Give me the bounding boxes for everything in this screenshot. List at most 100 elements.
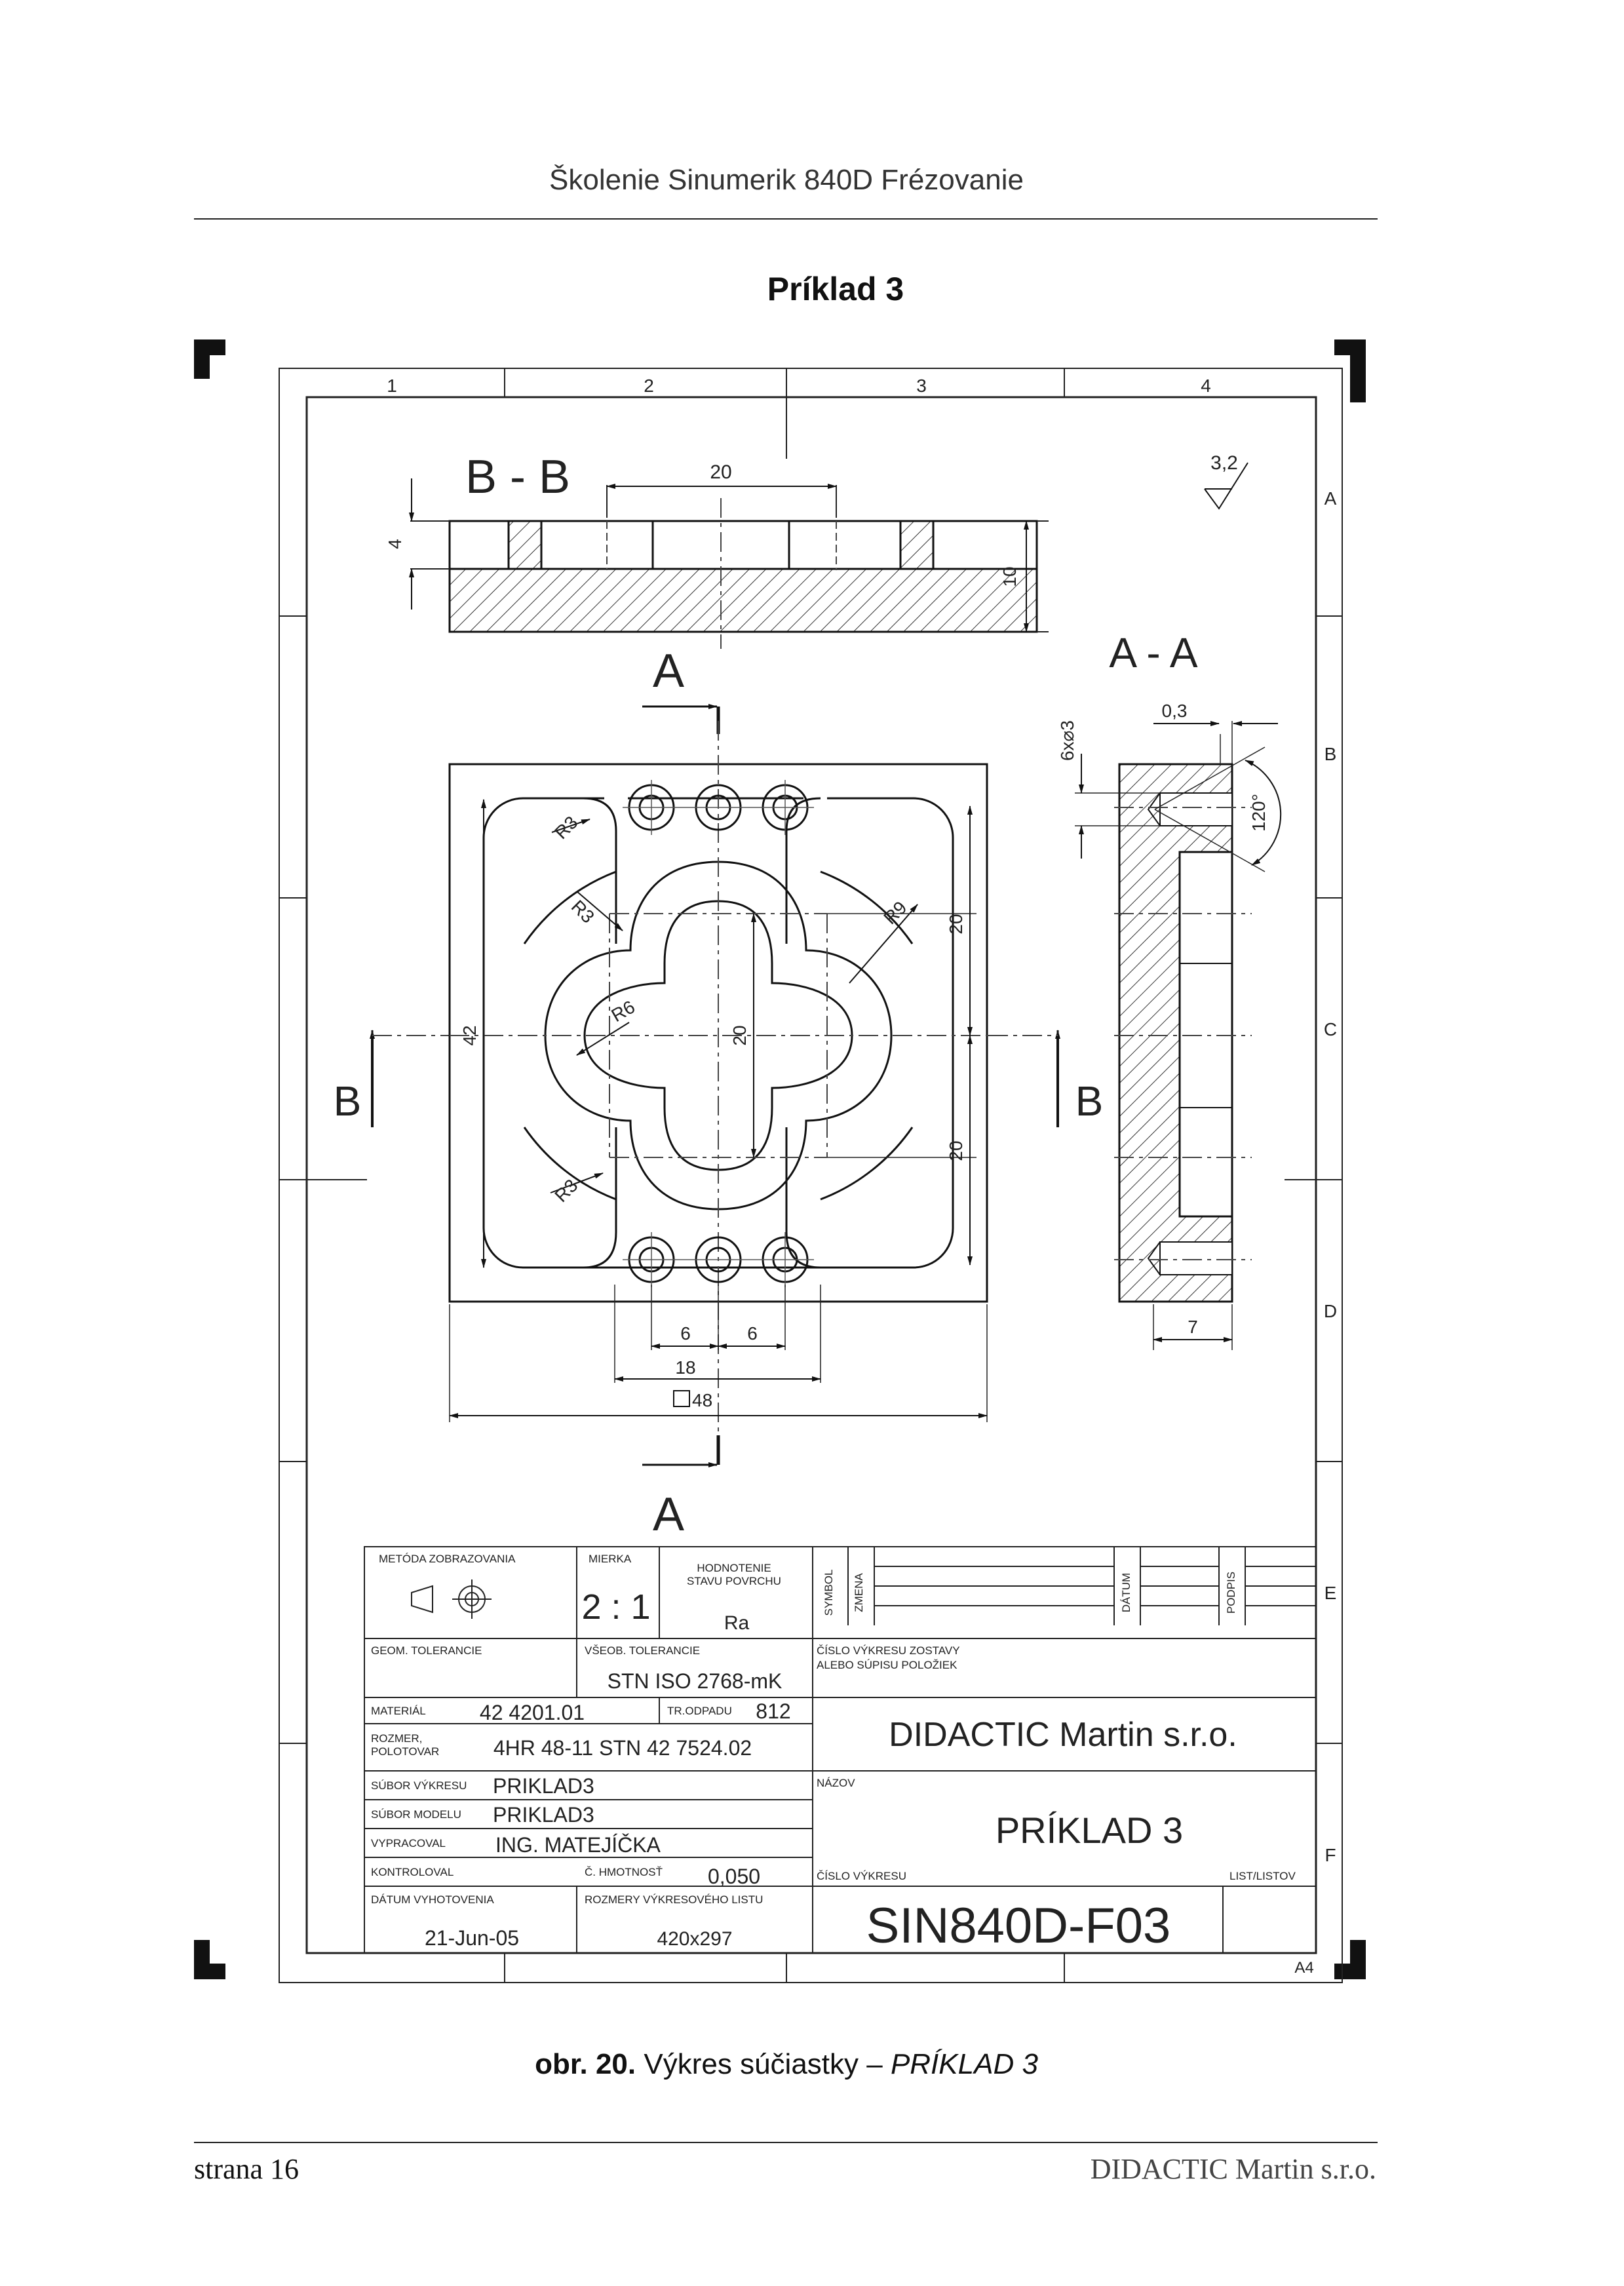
page-header-title: Školenie Sinumerik 840D Frézovanie (549, 164, 1024, 196)
svg-text:A - A: A - A (1109, 629, 1198, 676)
svg-text:6: 6 (747, 1323, 758, 1344)
svg-text:MATERIÁL: MATERIÁL (371, 1705, 426, 1717)
svg-text:SIN840D-F03: SIN840D-F03 (866, 1898, 1171, 1954)
svg-text:ALEBO SÚPISU POLOŽIEK: ALEBO SÚPISU POLOŽIEK (817, 1659, 957, 1671)
svg-text:48: 48 (692, 1390, 712, 1410)
svg-text:GEOM. TOLERANCIE: GEOM. TOLERANCIE (371, 1644, 482, 1657)
svg-text:SÚBOR VÝKRESU: SÚBOR VÝKRESU (371, 1779, 467, 1792)
svg-text:HODNOTENIE: HODNOTENIE (697, 1562, 771, 1574)
svg-text:3,2: 3,2 (1210, 452, 1238, 474)
svg-text:R3: R3 (568, 896, 598, 927)
svg-text:42: 42 (459, 1025, 480, 1045)
svg-text:E: E (1324, 1583, 1337, 1603)
svg-text:PODPIS: PODPIS (1225, 1572, 1237, 1614)
outer-frame (279, 368, 1343, 1983)
svg-text:R3: R3 (551, 812, 581, 843)
svg-text:NÁZOV: NÁZOV (817, 1777, 855, 1789)
caption-italic: PRÍKLAD 3 (890, 2048, 1038, 2080)
svg-text:VYPRACOVAL: VYPRACOVAL (371, 1837, 446, 1850)
svg-text:B: B (334, 1077, 362, 1125)
svg-text:Ra: Ra (724, 1612, 750, 1634)
svg-text:B: B (1324, 744, 1337, 764)
svg-text:LIST/LISTOV: LIST/LISTOV (1229, 1870, 1296, 1882)
section-aa: A - A 6x⌀3 0,3 120° 7 (1057, 629, 1282, 1350)
svg-text:21-Jun-05: 21-Jun-05 (425, 1926, 519, 1950)
svg-text:120°: 120° (1248, 794, 1269, 832)
svg-text:7: 7 (1188, 1317, 1198, 1337)
svg-text:R9: R9 (880, 897, 910, 928)
svg-text:A: A (653, 1488, 684, 1541)
svg-text:STN ISO 2768-mK: STN ISO 2768-mK (608, 1669, 783, 1693)
svg-text:PRIKLAD3: PRIKLAD3 (493, 1774, 594, 1798)
roughness-symbol: 3,2 (1204, 452, 1248, 510)
svg-text:42 4201.01: 42 4201.01 (480, 1701, 585, 1724)
svg-text:VŠEOB. TOLERANCIE: VŠEOB. TOLERANCIE (585, 1644, 700, 1657)
svg-text:A: A (653, 645, 684, 697)
svg-text:18: 18 (675, 1357, 695, 1378)
svg-text:1: 1 (387, 376, 397, 396)
cut-marker-a-top: A (642, 645, 720, 734)
svg-text:TR.ODPADU: TR.ODPADU (667, 1705, 732, 1717)
svg-text:0,050: 0,050 (708, 1865, 760, 1888)
projection-symbol-icon (411, 1579, 492, 1619)
caption-text: Výkres súčiastky – (644, 2048, 891, 2080)
svg-text:ROZMER,: ROZMER, (371, 1732, 422, 1745)
svg-text:6x⌀3: 6x⌀3 (1057, 720, 1077, 761)
svg-text:6: 6 (680, 1323, 691, 1344)
svg-text:2 : 1: 2 : 1 (581, 1587, 650, 1627)
svg-text:20: 20 (946, 914, 966, 934)
footer-page-number: strana 16 (194, 2153, 300, 2185)
svg-text:METÓDA ZOBRAZOVANIA: METÓDA ZOBRAZOVANIA (379, 1553, 516, 1565)
svg-text:Č. HMOTNOSŤ: Č. HMOTNOSŤ (585, 1866, 663, 1878)
svg-text:812: 812 (756, 1699, 790, 1723)
svg-text:PRIKLAD3: PRIKLAD3 (493, 1803, 594, 1827)
svg-text:A4: A4 (1294, 1959, 1313, 1977)
svg-text:MIERKA: MIERKA (589, 1553, 632, 1565)
svg-text:4: 4 (385, 539, 405, 549)
svg-text:STAVU POVRCHU: STAVU POVRCHU (687, 1575, 781, 1587)
footer-company: DIDACTIC Martin s.r.o. (1090, 2153, 1376, 2185)
svg-text:DÁTUM VYHOTOVENIA: DÁTUM VYHOTOVENIA (371, 1893, 494, 1906)
section-bb: B - B 20 4 10 (385, 451, 1049, 649)
svg-text:20: 20 (710, 461, 731, 483)
svg-text:A: A (1324, 488, 1337, 509)
svg-text:F: F (1324, 1845, 1336, 1865)
svg-text:D: D (1324, 1301, 1337, 1321)
cut-marker-b-right: B (988, 1030, 1103, 1127)
svg-text:2: 2 (644, 376, 654, 396)
svg-text:ING. MATEJÍČKA: ING. MATEJÍČKA (495, 1833, 661, 1857)
header-divider (194, 218, 1378, 220)
svg-text:4: 4 (1201, 376, 1211, 396)
footer-divider (194, 2142, 1378, 2143)
zone-labels: 1 2 3 4 A B C D E F A4 (387, 376, 1337, 1977)
svg-text:SYMBOL: SYMBOL (822, 1570, 835, 1616)
svg-text:ROZMERY VÝKRESOVÉHO LISTU: ROZMERY VÝKRESOVÉHO LISTU (585, 1893, 763, 1906)
svg-text:POLOTOVAR: POLOTOVAR (371, 1745, 439, 1758)
svg-text:20: 20 (946, 1140, 966, 1161)
svg-text:ČÍSLO VÝKRESU: ČÍSLO VÝKRESU (817, 1870, 906, 1882)
example-title: Príklad 3 (767, 271, 904, 307)
cut-marker-a-bottom: A (642, 1435, 720, 1541)
svg-text:3: 3 (916, 376, 927, 396)
svg-text:B - B: B - B (465, 451, 570, 503)
svg-text:4HR 48-11 STN 42 7524.02: 4HR 48-11 STN 42 7524.02 (493, 1736, 752, 1760)
svg-text:KONTROLOVAL: KONTROLOVAL (371, 1866, 454, 1878)
svg-text:SÚBOR MODELU: SÚBOR MODELU (371, 1808, 461, 1821)
svg-text:B: B (1075, 1077, 1104, 1125)
figure-caption: obr. 20. Výkres súčiastky – PRÍKLAD 3 (0, 2048, 1573, 2081)
svg-text:0,3: 0,3 (1162, 701, 1188, 721)
svg-text:420x297: 420x297 (657, 1928, 732, 1950)
zone-ticks (279, 368, 1342, 1983)
caption-prefix: obr. 20. (535, 2048, 636, 2080)
svg-text:DÁTUM: DÁTUM (1120, 1573, 1132, 1612)
svg-text:ČÍSLO VÝKRESU ZOSTAVY: ČÍSLO VÝKRESU ZOSTAVY (817, 1644, 960, 1657)
top-view: R3 R3 R3 R9 R6 42 20 20 20 6 6 18 48 (448, 721, 988, 1435)
svg-text:R6: R6 (608, 996, 639, 1026)
cut-marker-b-left: B (334, 1030, 450, 1127)
title-block: METÓDA ZOBRAZOVANIA MIERKA HODNOTENIE ST… (364, 1546, 1317, 1954)
svg-text:ZMENA: ZMENA (853, 1573, 865, 1612)
svg-text:PRÍKLAD 3: PRÍKLAD 3 (996, 1810, 1183, 1851)
svg-text:C: C (1324, 1019, 1337, 1039)
svg-text:10: 10 (999, 566, 1020, 587)
